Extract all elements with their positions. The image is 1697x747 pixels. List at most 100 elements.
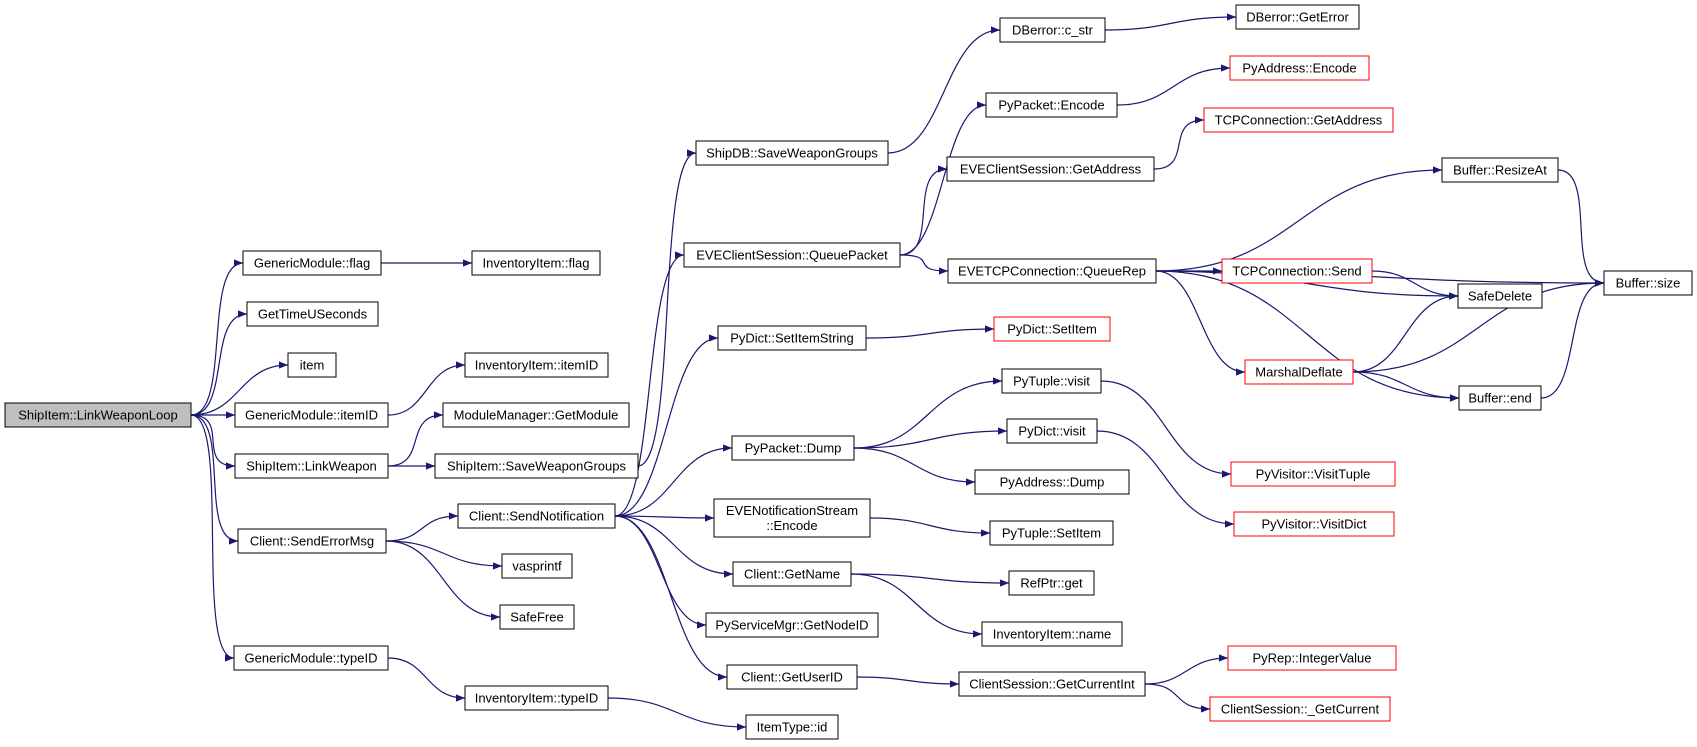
edge-senderr-to-vasprintf xyxy=(385,540,503,570)
edge-iitypeid-to-itemtypeid xyxy=(607,697,747,731)
node-label: vasprintf xyxy=(512,559,562,574)
node-senderr[interactable]: Client::SendErrorMsg xyxy=(237,528,387,554)
node-gmtypeid[interactable]: GenericModule::typeID xyxy=(233,645,389,671)
edge-root-to-gmflag xyxy=(190,259,244,416)
node-box xyxy=(974,469,1130,495)
node-pypacketdump[interactable]: PyPacket::Dump xyxy=(731,435,855,461)
node-root[interactable]: ShipItem::LinkWeaponLoop xyxy=(4,402,192,428)
edge-sendnotif-to-evenotif xyxy=(614,514,715,522)
node-label: InventoryItem::itemID xyxy=(475,358,599,373)
node-csgetint[interactable]: ClientSession::GetCurrentInt xyxy=(958,671,1146,697)
node-bufresize[interactable]: Buffer::ResizeAt xyxy=(1441,157,1559,183)
node-tcpgetaddr[interactable]: TCPConnection::GetAddress xyxy=(1203,107,1394,133)
node-itemtypeid[interactable]: ItemType::id xyxy=(745,714,839,740)
edge-dbsavewg-to-dbcstr xyxy=(887,26,1001,154)
node-ecsgetaddr[interactable]: EVEClientSession::GetAddress xyxy=(946,156,1155,182)
node-pydictsis[interactable]: PyDict::SetItemString xyxy=(717,325,867,351)
node-dbcstr[interactable]: DBerror::c_str xyxy=(999,17,1106,43)
call-nodes: ShipItem::LinkWeaponLoop GenericModule::f… xyxy=(4,4,1693,740)
node-label: EVETCPConnection::QueueRep xyxy=(958,264,1146,279)
node-box xyxy=(713,498,871,538)
node-safedelete[interactable]: SafeDelete xyxy=(1457,283,1543,309)
node-iiitemid[interactable]: InventoryItem::itemID xyxy=(464,352,609,378)
node-label: EVEClientSession::QueuePacket xyxy=(696,248,888,263)
edge-queuepacket-to-ecsgetaddr xyxy=(899,165,948,256)
node-box xyxy=(242,250,382,276)
node-label: PyTuple::SetItem xyxy=(1002,526,1101,541)
node-mmgetmod[interactable]: ModuleManager::GetModule xyxy=(442,402,630,428)
edge-bufresize-to-bufsize xyxy=(1557,169,1605,287)
node-bufend[interactable]: Buffer::end xyxy=(1458,385,1542,411)
node-visitdict[interactable]: PyVisitor::VisitDict xyxy=(1233,511,1395,537)
node-label: MarshalDeflate xyxy=(1255,365,1342,380)
node-box xyxy=(705,612,879,638)
node-label: Buffer::end xyxy=(1468,391,1531,406)
node-label: ShipDB::SaveWeaponGroups xyxy=(706,146,878,161)
node-csgetcur[interactable]: ClientSession::_GetCurrent xyxy=(1209,696,1391,722)
node-evenotif[interactable]: EVENotificationStream::Encode xyxy=(713,498,871,538)
node-item[interactable]: item xyxy=(287,352,337,378)
node-psmgetnode[interactable]: PyServiceMgr::GetNodeID xyxy=(705,612,879,638)
edge-pydictsis-to-pydictsetitem xyxy=(865,325,995,339)
edge-gmitemid-to-iiitemid xyxy=(387,361,466,416)
node-linkweapon[interactable]: ShipItem::LinkWeapon xyxy=(234,453,389,479)
node-queuepacket[interactable]: EVEClientSession::QueuePacket xyxy=(683,242,901,268)
node-pypacketenc[interactable]: PyPacket::Encode xyxy=(985,92,1118,118)
node-box xyxy=(464,352,609,378)
node-getuserid[interactable]: Client::GetUserID xyxy=(726,664,858,690)
node-box xyxy=(1458,385,1542,411)
node-box xyxy=(745,714,839,740)
node-gmitemid[interactable]: GenericModule::itemID xyxy=(234,402,389,428)
node-refptrget[interactable]: RefPtr::get xyxy=(1008,570,1095,596)
node-label: ClientSession::GetCurrentInt xyxy=(969,677,1135,692)
node-label: SafeFree xyxy=(510,610,563,625)
edge-ecsgetaddr-to-tcpgetaddr xyxy=(1153,116,1205,170)
node-marshal[interactable]: MarshalDeflate xyxy=(1244,359,1354,385)
node-label: RefPtr::get xyxy=(1020,576,1083,591)
node-pyaddrdump[interactable]: PyAddress::Dump xyxy=(974,469,1130,495)
node-label: ::Encode xyxy=(766,518,817,533)
node-pydictvisit[interactable]: PyDict::visit xyxy=(1006,418,1098,444)
node-dbgeterr[interactable]: DBerror::GetError xyxy=(1235,4,1360,30)
edge-sendnotif-to-getname xyxy=(614,515,734,578)
node-pydictsetitem[interactable]: PyDict::SetItem xyxy=(993,316,1111,342)
node-safefree[interactable]: SafeFree xyxy=(499,604,575,630)
node-vasprintf[interactable]: vasprintf xyxy=(501,553,573,579)
node-label: GenericModule::itemID xyxy=(245,408,378,423)
node-iiname[interactable]: InventoryItem::name xyxy=(981,621,1123,647)
node-tcpsend[interactable]: TCPConnection::Send xyxy=(1221,258,1373,284)
node-box xyxy=(731,435,855,461)
node-bufsize[interactable]: Buffer::size xyxy=(1603,270,1693,296)
edge-sendnotif-to-queuepacket xyxy=(614,251,685,517)
node-pyrepint[interactable]: PyRep::IntegerValue xyxy=(1227,645,1397,671)
node-queuerep[interactable]: EVETCPConnection::QueueRep xyxy=(947,258,1157,284)
node-sisavewg[interactable]: ShipItem::SaveWeaponGroups xyxy=(434,453,639,479)
node-box xyxy=(985,92,1118,118)
node-box xyxy=(442,402,630,428)
node-pytuplesetitem[interactable]: PyTuple::SetItem xyxy=(989,520,1114,546)
node-gmflag[interactable]: GenericModule::flag xyxy=(242,250,382,276)
node-getname[interactable]: Client::GetName xyxy=(732,561,852,587)
node-pytuplevisit[interactable]: PyTuple::visit xyxy=(1001,368,1102,394)
node-label: PyVisitor::VisitDict xyxy=(1262,517,1367,532)
node-label: Client::GetName xyxy=(744,567,840,582)
edge-root-to-linkweapon xyxy=(190,414,236,470)
node-sendnotif[interactable]: Client::SendNotification xyxy=(457,503,616,529)
node-box xyxy=(946,156,1155,182)
node-iiflag[interactable]: InventoryItem::flag xyxy=(471,250,601,276)
node-box xyxy=(1235,4,1360,30)
node-dbsavewg[interactable]: ShipDB::SaveWeaponGroups xyxy=(695,140,889,166)
node-gettime[interactable]: GetTimeUSeconds xyxy=(246,301,379,327)
node-pyaddrenc[interactable]: PyAddress::Encode xyxy=(1229,55,1370,81)
node-visittuple[interactable]: PyVisitor::VisitTuple xyxy=(1230,461,1396,487)
edge-pypacketdump-to-pytuplevisit xyxy=(853,377,1003,449)
edge-queuerep-to-marshal xyxy=(1155,270,1246,376)
node-box xyxy=(1001,368,1102,394)
node-label: PyAddress::Dump xyxy=(1000,475,1105,490)
node-iitypeid[interactable]: InventoryItem::typeID xyxy=(464,685,609,711)
node-box xyxy=(999,17,1106,43)
call-edges xyxy=(190,13,1605,731)
node-box xyxy=(981,621,1123,647)
node-box xyxy=(947,258,1157,284)
edge-getname-to-iiname xyxy=(850,573,983,638)
